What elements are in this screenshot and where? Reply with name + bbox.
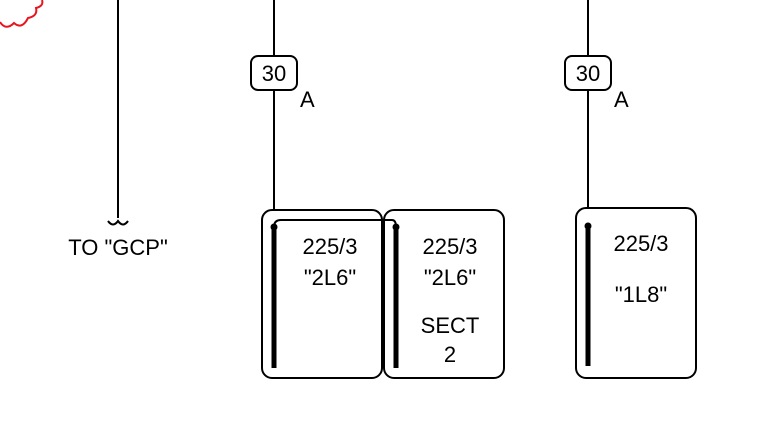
- breaker-1-rating: 30: [262, 61, 286, 86]
- panel-1l8-rating: 225/3: [613, 231, 668, 256]
- panel-2l6-name: "2L6": [304, 265, 356, 290]
- gcp-label: TO "GCP": [68, 235, 168, 260]
- panel-1l8-box: [575, 207, 697, 379]
- panel-2l6-sect2-section: SECT: [421, 313, 480, 338]
- breaker-2-unit: A: [614, 87, 629, 112]
- panel-1l8-name: "1L8": [615, 282, 667, 307]
- revision-cloud: [0, 0, 44, 28]
- panel-2l6-sect2-name: "2L6": [424, 265, 476, 290]
- panel-2l6-sect2-section-number: 2: [444, 342, 456, 367]
- breaker-1-unit: A: [300, 87, 315, 112]
- panel-2l6-box: [261, 209, 383, 379]
- cable-break-symbol: [107, 219, 129, 226]
- panel-2l6-sect2-box: [383, 209, 505, 379]
- panel-2l6-sect2-rating: 225/3: [422, 234, 477, 259]
- panel-1l8-connection-dot: [584, 222, 592, 230]
- panel-2l6-rating: 225/3: [302, 234, 357, 259]
- panel-2l6-sect2-connection-dot: [392, 223, 400, 231]
- breaker-2-rating: 30: [576, 61, 600, 86]
